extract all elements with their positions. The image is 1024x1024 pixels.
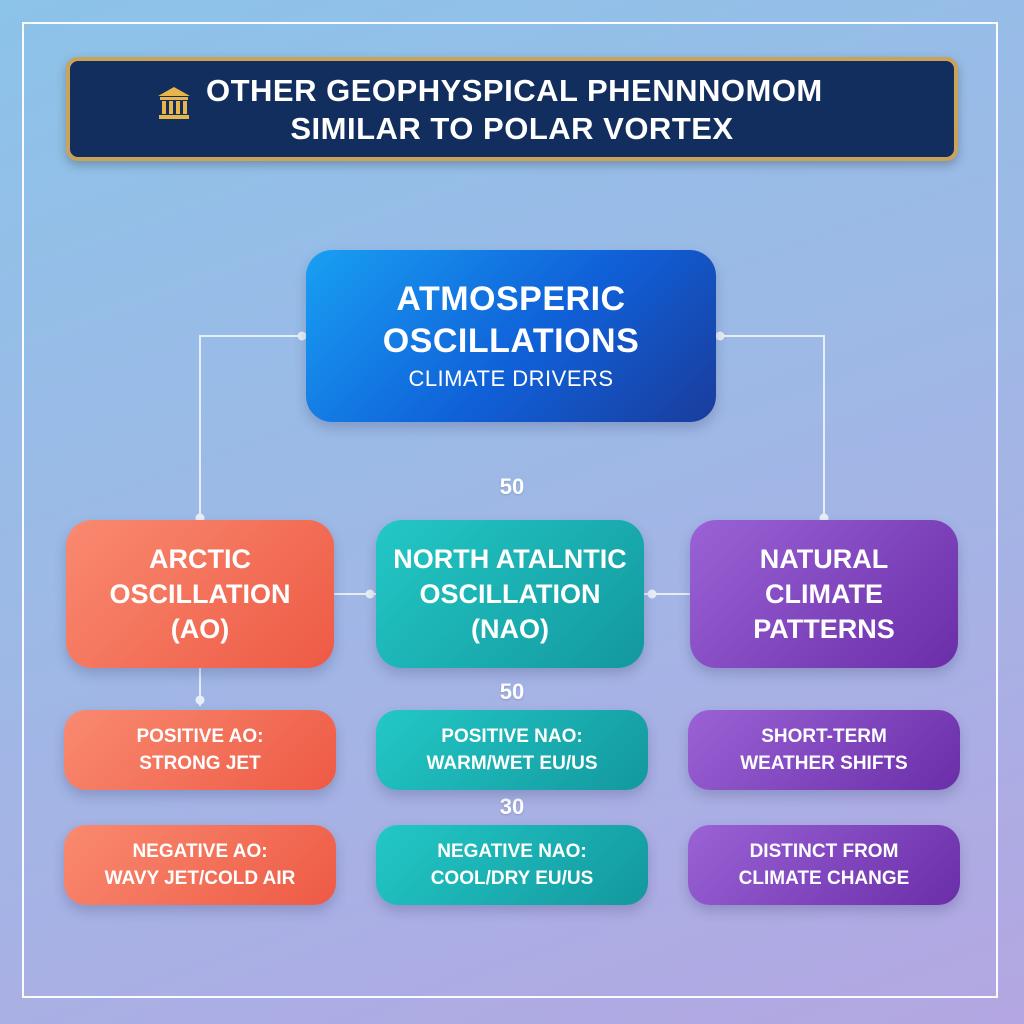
page-title-line-2: SIMILAR TO POLAR VORTEX <box>290 111 734 146</box>
connector-dot <box>297 331 307 341</box>
node-line: CLIMATE <box>765 578 883 609</box>
sub-node-line: WEATHER SHIFTS <box>740 753 908 774</box>
root-title-line-1: ATMOSPERIC <box>396 280 626 318</box>
sub-node-negative-ao: NEGATIVE AO: WAVY JET/COLD AIR <box>64 825 336 905</box>
node-arctic-oscillation: ARCTIC OSCILLATION (AO) <box>66 520 334 668</box>
page-title-line-1: OTHER GEOPHYSPICAL PHENNNOMOM <box>206 73 823 108</box>
sub-node-positive-ao: POSITIVE AO: STRONG JET <box>64 710 336 790</box>
number-label: 50 <box>499 474 525 499</box>
connector-dot <box>715 331 725 341</box>
node-line: NORTH ATALNTIC <box>393 543 627 574</box>
sub-node-line: COOL/DRY EU/US <box>430 868 594 889</box>
sub-node-line: CLIMATE CHANGE <box>738 868 910 889</box>
connector-dot <box>365 589 375 599</box>
title-banner: OTHER GEOPHYSPICAL PHENNNOMOM SIMILAR TO… <box>66 57 958 161</box>
sub-node-line: DISTINCT FROM <box>749 841 899 862</box>
sub-node-line: POSITIVE NAO: <box>441 726 583 747</box>
node-line: (NAO) <box>471 613 549 644</box>
sub-node-line: SHORT-TERM <box>761 726 887 747</box>
sub-node-positive-nao: POSITIVE NAO: WARM/WET EU/US <box>376 710 648 790</box>
node-line: ARCTIC <box>149 543 251 574</box>
connector-root-to-natural <box>716 335 825 520</box>
root-title-line-2: OSCILLATIONS <box>382 322 640 360</box>
sub-node-line: POSITIVE AO: <box>136 726 264 747</box>
node-line: (AO) <box>170 613 230 644</box>
sub-node-short-term-weather-shifts: SHORT-TERM WEATHER SHIFTS <box>688 710 960 790</box>
sub-node-line: STRONG JET <box>139 753 261 774</box>
sub-node-line: NEGATIVE AO: <box>132 841 268 862</box>
node-north-atlantic-oscillation: NORTH ATALNTIC OSCILLATION (NAO) <box>376 520 644 668</box>
number-label: 50 <box>499 679 525 704</box>
sub-node-line: WARM/WET EU/US <box>426 753 598 774</box>
node-line: NATURAL <box>759 543 889 574</box>
connector-dot <box>195 695 205 705</box>
node-line: PATTERNS <box>753 613 895 644</box>
sub-node-distinct-from-climate-change: DISTINCT FROM CLIMATE CHANGE <box>688 825 960 905</box>
connector-dot <box>647 589 657 599</box>
root-node-atmospheric-oscillations: ATMOSPERIC OSCILLATIONS CLIMATE DRIVERS <box>306 250 716 422</box>
root-subtitle: CLIMATE DRIVERS <box>408 366 614 391</box>
number-label: 30 <box>499 794 525 819</box>
institution-building-icon <box>158 87 190 119</box>
node-natural-climate-patterns: NATURAL CLIMATE PATTERNS <box>690 520 958 668</box>
node-line: OSCILLATION <box>109 578 291 609</box>
outer-frame <box>22 22 998 998</box>
sub-node-line: WAVY JET/COLD AIR <box>104 868 296 889</box>
sub-node-negative-nao: NEGATIVE NAO: COOL/DRY EU/US <box>376 825 648 905</box>
sub-node-line: NEGATIVE NAO: <box>437 841 587 862</box>
connector-root-to-ao <box>199 335 306 520</box>
node-line: OSCILLATION <box>419 578 601 609</box>
